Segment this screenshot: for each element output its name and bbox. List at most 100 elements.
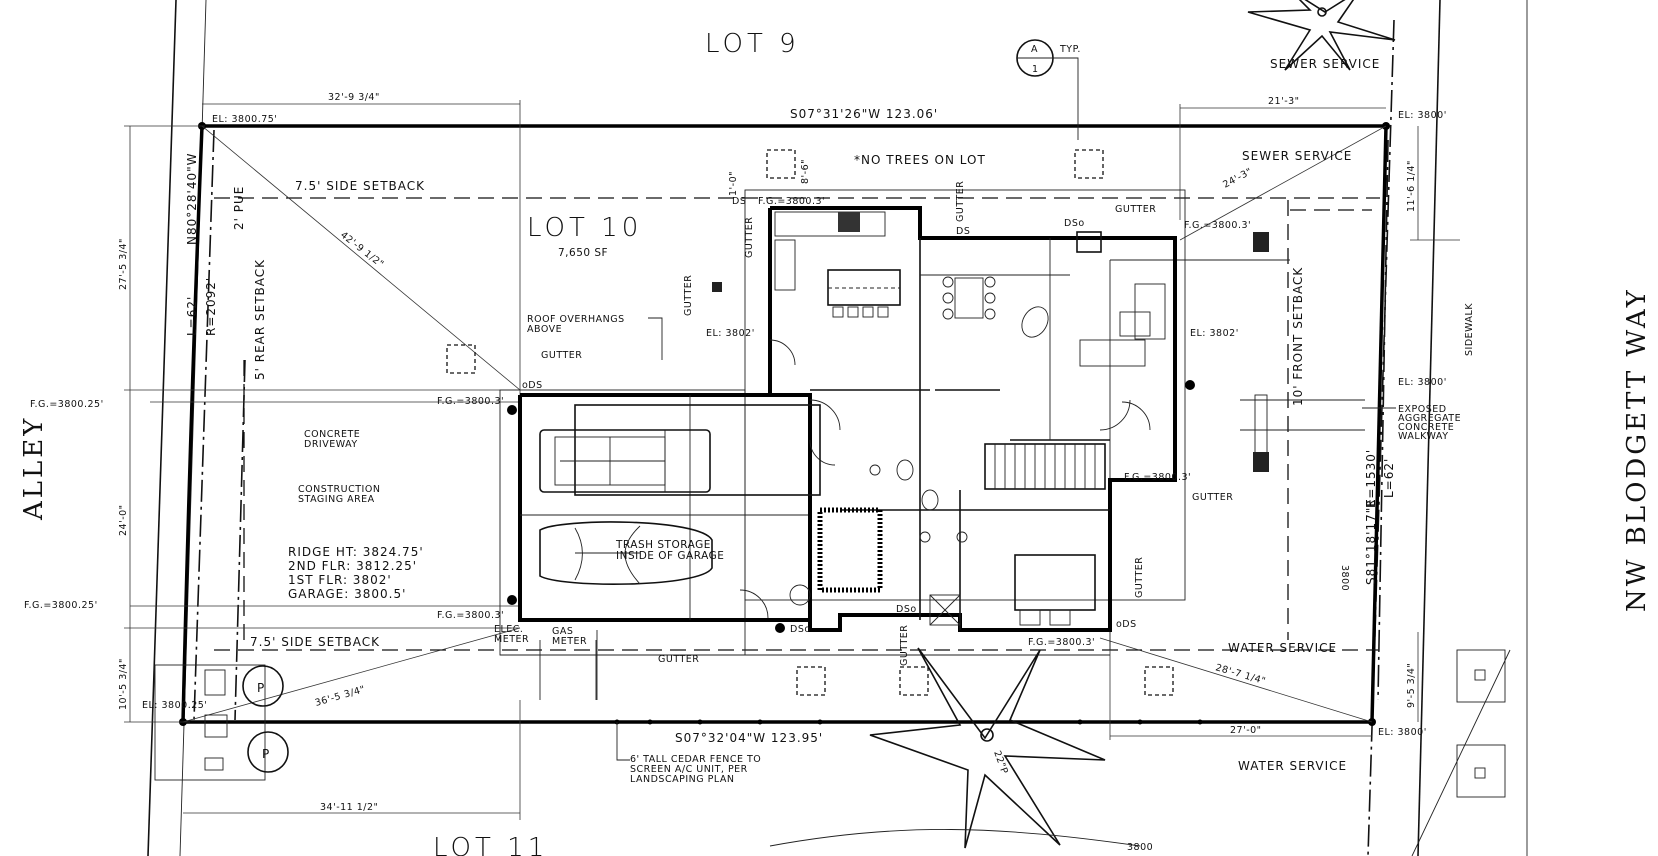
dso-label-3: DSo [896,604,917,615]
gutter-label-4: GUTTER [1192,492,1233,503]
el-top-right: EL: 3800' [1398,110,1447,121]
dim-bottom-right: 27'-0" [1230,725,1262,736]
fence-note-1: 6' TALL CEDAR FENCE TO [630,754,761,765]
el-right-mid: EL: 3800' [1398,377,1447,388]
setback-labels: 7.5' SIDE SETBACK 7.5' SIDE SETBACK 5' R… [232,179,1305,649]
fence-note-2: SCREEN A/C UNIT, PER [630,764,748,775]
no-trees-note: *NO TREES ON LOT [854,153,986,167]
dim-diag-bl: 36'-5 3/4" [314,684,367,709]
side-setback-top: 7.5' SIDE SETBACK [295,179,425,193]
tree-large-bottom [869,647,1106,849]
rear-setback: 5' REAR SETBACK [253,259,267,380]
gutter-labels: GUTTER GUTTER GUTTER GUTTER GUTTER GUTTE… [522,181,1233,666]
staging-note-2: STAGING AREA [298,494,375,505]
ds-label-1: DS [732,196,746,207]
dim-diag-top: 42'-9 1/2" [338,230,386,271]
fg-left-1: F.G.=3800.25' [30,399,104,410]
dim-left-mid: 24'-0" [118,504,129,536]
nw-blodgett-way-label: NW BLODGETT WAY [1622,287,1652,612]
dim-diag-br: 28'-7 1/4" [1214,662,1267,687]
sewer-service-1: SEWER SERVICE [1270,57,1380,71]
height-garage: GARAGE: 3800.5' [288,587,406,601]
alley-label: ALLEY [19,416,49,521]
car-top [539,429,711,493]
section-marker: A 1 TYP. [1016,39,1080,140]
tree-large-top [1247,0,1396,71]
el-house-left: EL: 3802' [706,328,755,339]
el-top-left: EL: 3800.75' [212,114,277,125]
curve-right-l: L=62' [1382,458,1396,498]
contour-label-bottom: 3800 [1127,842,1153,853]
dim-right-top: 11'-6 1/4" [1406,160,1417,212]
trash-note-1: TRASH STORAGE [615,539,711,551]
tree-label-p1: P [257,681,265,695]
gutter-label-8: GUTTER [1134,557,1145,598]
driveway-note-1: CONCRETE [304,429,360,440]
water-service-1: WATER SERVICE [1228,641,1337,655]
section-1-label: 1 [1032,64,1039,75]
lot-10-area: 7,650 SF [558,247,608,259]
tree-small-1: P [242,665,284,707]
fg-top: F.G.=3800.3' [758,196,825,207]
house-footprint [518,206,1177,632]
tree-label-p2: P [262,747,270,761]
lot-10-label: LOT 10 [527,213,642,243]
lot-11-label: LOT 11 [433,833,548,856]
fg-bottom: F.G.=3800.3' [1028,637,1095,648]
overhang-note-2: ABOVE [527,324,562,335]
street-labels: ALLEY NW BLODGETT WAY [19,287,1652,612]
gas-meter-1: GAS [552,626,573,637]
fg-left-2: F.G.=3800.25' [24,600,98,611]
lot-9-label: LOT 9 [705,29,800,59]
gutter-label-9: GUTTER [899,625,910,666]
misc-pads [154,149,1506,798]
car-bottom [539,521,713,585]
fg-right: F.G.=3800.3' [1124,472,1191,483]
pue-label: 2' PUE [232,186,246,230]
fg-top-right: F.G.=3800.3' [1184,220,1251,231]
gutter-label-1: GUTTER [541,350,582,361]
fg-garage-bottom: F.G.=3800.3' [437,610,504,621]
dim-left-top: 27'-5 3/4" [118,238,129,290]
dim-left-bottom: 10'-5 3/4" [118,658,129,710]
elec-meter-2: METER [494,634,529,645]
tree-small-2: P [247,731,289,773]
gutter-label-5: GUTTER [683,275,694,316]
dimension-lines [124,100,1460,820]
finish-grade-labels: F.G.=3800.3' F.G.=3800.3' F.G.=3800.3' F… [24,196,1251,648]
fence-markers [507,380,1203,847]
road-edges [147,0,1528,856]
ds-label-2: DS [956,226,970,237]
gutter-label-7: GUTTER [955,181,966,222]
bearing-right: S81°18'17"E [1364,498,1378,585]
site-pads [499,189,1365,700]
dim-top-right: 21'-3" [1268,96,1300,107]
ods-label-1: oDS [522,380,543,391]
dso-label-1: DSo [1064,218,1085,229]
gas-meter-2: METER [552,636,587,647]
lot-labels: LOT 9 LOT 10 7,650 SF LOT 11 [433,29,800,856]
contour-label-top: 3800 [1339,565,1350,591]
sewer-service-2: SEWER SERVICE [1242,149,1352,163]
section-a-label: A [1031,44,1038,55]
trash-note-2: INSIDE OF GARAGE [616,550,724,562]
dim-top-left: 32'-9 3/4" [328,92,380,103]
bearing-bottom: S07°32'04"W 123.95' [675,731,823,745]
bearing-labels: S07°31'26"W 123.06' S07°32'04"W 123.95' … [185,107,1396,745]
staging-note-1: CONSTRUCTION [298,484,380,495]
curve-left-l: L=62' [185,296,199,336]
walkway-note-3: CONCRETE [1398,422,1454,433]
front-setback: 10' FRONT SETBACK [1291,267,1305,406]
dim-bottom-left: 34'-11 1/2" [320,802,378,813]
gutter-label-6: GUTTER [744,217,755,258]
el-house-right: EL: 3802' [1190,328,1239,339]
ods-label-2: oDS [1116,619,1137,630]
curve-left-r: R=2092' [204,277,218,336]
dim-gutter-1: 1'-0" [728,171,739,196]
gutter-label-2: GUTTER [658,654,699,665]
bearing-left: N80°28'40"W [185,153,199,245]
walkway-note-2: AGGREGATE [1398,413,1461,424]
bearing-top: S07°31'26"W 123.06' [790,107,938,121]
elec-meter-1: ELEC. [494,624,523,635]
